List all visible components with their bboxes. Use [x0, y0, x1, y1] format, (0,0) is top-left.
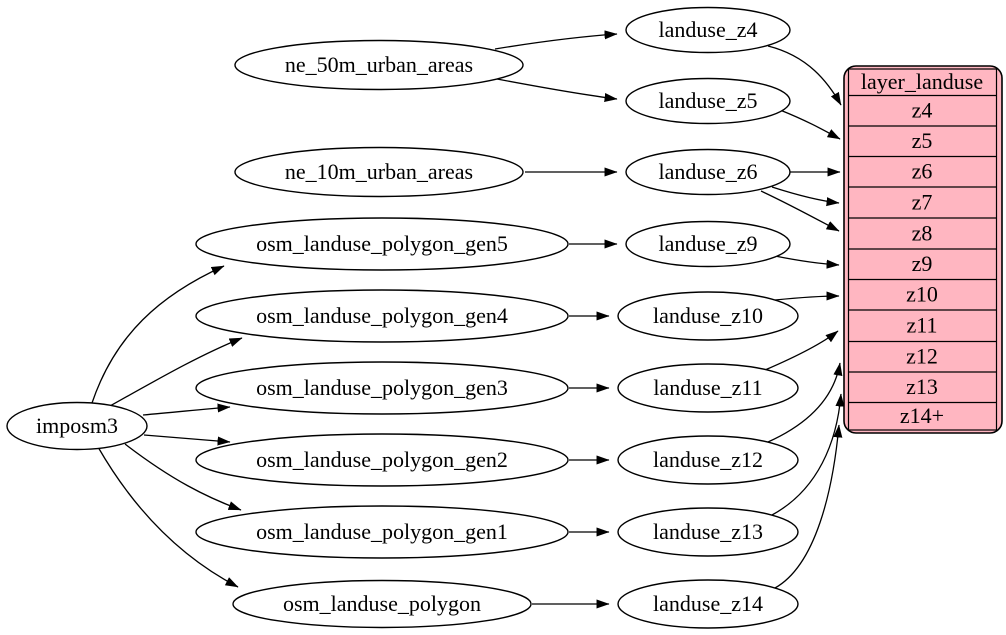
- node-ne_50m_urban_areas-label: ne_50m_urban_areas: [285, 52, 473, 77]
- edge-group: [91, 30, 845, 609]
- node-landuse_z12-label: landuse_z12: [653, 447, 763, 472]
- node-osm_landuse_polygon_gen3-label: osm_landuse_polygon_gen3: [256, 375, 508, 400]
- node-osm_landuse_polygon_gen4: osm_landuse_polygon_gen4: [195, 289, 569, 343]
- node-osm_landuse_polygon_gen2: osm_landuse_polygon_gen2: [195, 433, 569, 487]
- edge-imposm3-osm_landuse_polygon_gen1: [124, 443, 242, 511]
- node-landuse_z13-label: landuse_z13: [653, 519, 763, 544]
- node-landuse_z4-label: landuse_z4: [659, 17, 758, 42]
- edge-landuse_z5-row-z5: [779, 109, 841, 140]
- edge-landuse_z14-row-z14: [774, 424, 843, 589]
- node-landuse_z11: landuse_z11: [617, 363, 799, 413]
- node-osm_landuse_polygon_gen3-shape: [195, 361, 569, 415]
- edge-landuse_z9-row-z9: [774, 255, 840, 269]
- node-imposm3-label: imposm3: [36, 413, 118, 438]
- table-row-label-z8: z8: [912, 221, 933, 246]
- edge-ne_50m_urban_areas-landuse_z4: [494, 30, 618, 50]
- node-ne_10m_urban_areas-label: ne_10m_urban_areas: [285, 159, 473, 184]
- node-osm_landuse_polygon-label: osm_landuse_polygon: [283, 591, 481, 616]
- layer_landuse-row-separators: [848, 94, 997, 404]
- node-landuse_z14-label: landuse_z14: [653, 591, 763, 616]
- layer_landuse-title: layer_landuse: [861, 69, 983, 94]
- node-landuse_z13: landuse_z13: [617, 507, 799, 557]
- edge-ne_50m_urban_areas-landuse_z5: [496, 78, 618, 103]
- node-landuse_z6-shape: [625, 148, 791, 196]
- node-osm_landuse_polygon_gen2-shape: [195, 433, 569, 487]
- node-ne_10m_urban_areas-shape: [234, 146, 524, 198]
- table-row-label-z9: z9: [912, 251, 933, 276]
- node-landuse_z14: landuse_z14: [617, 579, 799, 629]
- edge-imposm3-osm_landuse_polygon_gen5: [91, 265, 225, 404]
- node-landuse_z10-label: landuse_z10: [653, 303, 763, 328]
- table-row-label-z14plus: z14+: [900, 403, 944, 428]
- node-landuse_z6-label: landuse_z6: [659, 159, 758, 184]
- node-landuse_z10-shape: [617, 291, 799, 341]
- table-row-label-z11: z11: [907, 313, 938, 338]
- node-osm_landuse_polygon_gen1: osm_landuse_polygon_gen1: [195, 505, 569, 559]
- table-row-label-z4: z4: [912, 98, 933, 123]
- node-osm_landuse_polygon_gen5-shape: [195, 217, 569, 271]
- node-landuse_z13-shape: [617, 507, 799, 557]
- node-landuse_z12-shape: [617, 435, 799, 485]
- node-landuse_z10: landuse_z10: [617, 291, 799, 341]
- table-row-label-z10: z10: [906, 282, 938, 307]
- edge-landuse_z6-row-z7: [771, 186, 840, 207]
- table-row-label-z5: z5: [912, 128, 933, 153]
- node-landuse_z9-label: landuse_z9: [659, 231, 758, 256]
- node-landuse_z12: landuse_z12: [617, 435, 799, 485]
- node-osm_landuse_polygon-shape: [232, 579, 532, 629]
- node-osm_landuse_polygon_gen3: osm_landuse_polygon_gen3: [195, 361, 569, 415]
- node-ne_50m_urban_areas-shape: [234, 39, 524, 91]
- table-row-label-z12: z12: [906, 344, 938, 369]
- edge-landuse_z6-row-z8: [760, 190, 840, 232]
- node-osm_landuse_polygon_gen2-label: osm_landuse_polygon_gen2: [256, 447, 508, 472]
- node-landuse_z5-shape: [625, 77, 791, 125]
- node-landuse_z4: landuse_z4: [625, 6, 791, 54]
- edge-landuse_z4-row-z4: [767, 45, 842, 106]
- node-landuse_z11-shape: [617, 363, 799, 413]
- node-osm_landuse_polygon_gen5-label: osm_landuse_polygon_gen5: [256, 231, 508, 256]
- node-ne_50m_urban_areas: ne_50m_urban_areas: [234, 39, 524, 91]
- node-osm_landuse_polygon_gen1-label: osm_landuse_polygon_gen1: [256, 519, 508, 544]
- edge-landuse_z13-row-z13: [771, 393, 845, 516]
- node-osm_landuse_polygon_gen4-shape: [195, 289, 569, 343]
- node-imposm3: imposm3: [6, 401, 148, 451]
- node-osm_landuse_polygon_gen4-label: osm_landuse_polygon_gen4: [256, 303, 508, 328]
- node-imposm3-shape: [6, 401, 148, 451]
- node-landuse_z11-label: landuse_z11: [653, 375, 762, 400]
- table-row-label-z7: z7: [912, 190, 933, 215]
- table-row-label-z6: z6: [912, 159, 933, 184]
- node-osm_landuse_polygon_gen1-shape: [195, 505, 569, 559]
- node-landuse_z14-shape: [617, 579, 799, 629]
- node-landuse_z5: landuse_z5: [625, 77, 791, 125]
- edge-landuse_z12-row-z12: [767, 362, 843, 443]
- node-ne_10m_urban_areas: ne_10m_urban_areas: [234, 146, 524, 198]
- edge-imposm3-osm_landuse_polygon_gen4: [109, 337, 243, 407]
- node-osm_landuse_polygon: osm_landuse_polygon: [232, 579, 532, 629]
- node-osm_landuse_polygon_gen5: osm_landuse_polygon_gen5: [195, 217, 569, 271]
- edge-landuse_z11-row-z11: [764, 330, 839, 371]
- node-landuse_z9-shape: [625, 220, 791, 268]
- node-landuse_z6: landuse_z6: [625, 148, 791, 196]
- node-landuse_z5-label: landuse_z5: [659, 88, 758, 113]
- node-layer_landuse-table: layer_landuse z4 z5 z6 z7 z8 z9 z10 z11 …: [843, 65, 1003, 434]
- node-landuse_z4-shape: [625, 6, 791, 54]
- table-row-label-z13: z13: [906, 374, 938, 399]
- edge-imposm3-osm_landuse_polygon: [97, 446, 239, 588]
- edge-imposm3-osm_landuse_polygon_gen2: [143, 434, 231, 446]
- node-landuse_z9: landuse_z9: [625, 220, 791, 268]
- edge-imposm3-osm_landuse_polygon_gen3: [142, 403, 231, 416]
- edge-landuse_z10-row-z10: [774, 291, 840, 301]
